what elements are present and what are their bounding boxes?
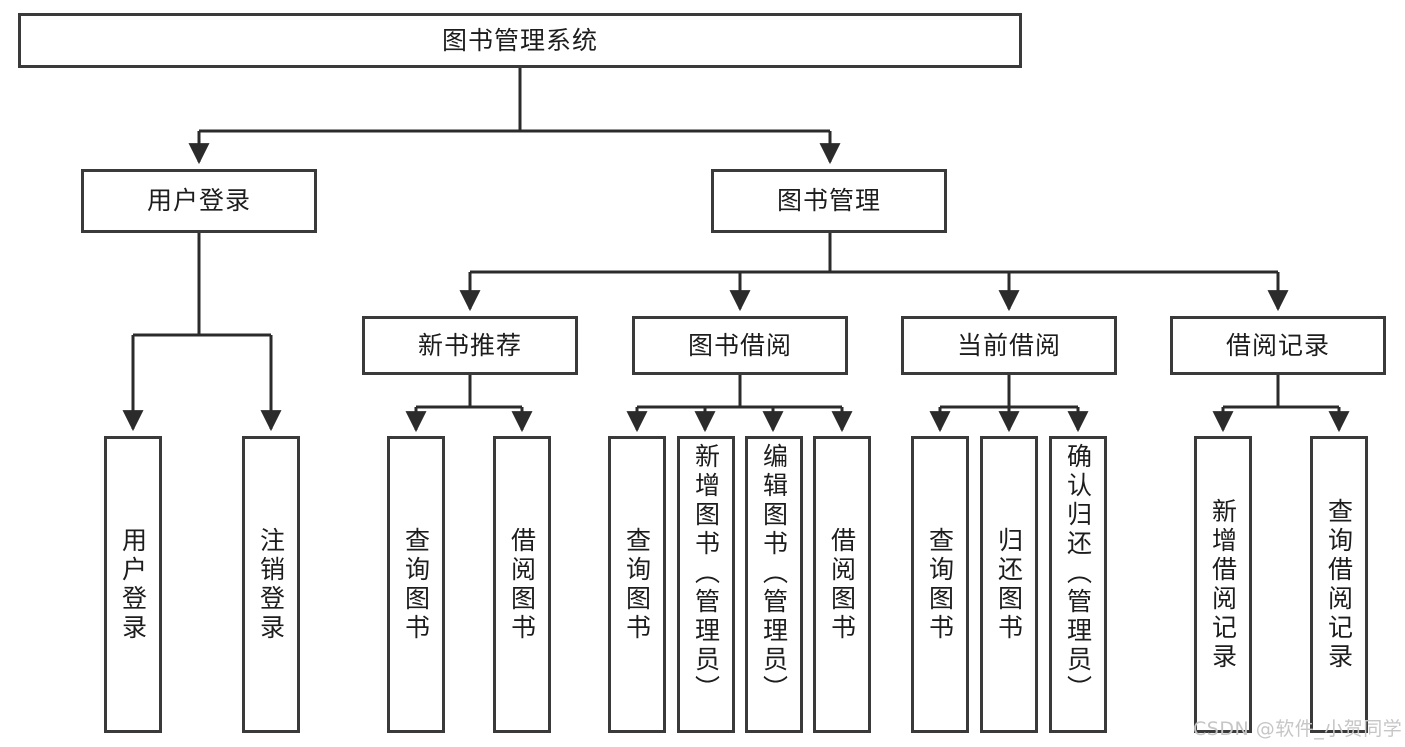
node-user-login[interactable]: 用户登录 <box>81 169 317 233</box>
leaf-borrow-record-add-record[interactable]: 新增借阅记录 <box>1194 436 1252 733</box>
node-label: 新书推荐 <box>417 330 522 360</box>
leaf-user-login-login[interactable]: 用户登录 <box>104 436 162 733</box>
node-label: 查询图书 <box>401 526 431 643</box>
node-label: 新增图书（管理员） <box>691 443 721 704</box>
node-label: 借阅记录 <box>1225 330 1330 360</box>
node-label: 归还图书 <box>994 526 1024 643</box>
leaf-current-borrow-confirm-return-admin[interactable]: 确认归还（管理员） <box>1049 436 1107 733</box>
leaf-current-borrow-query-book[interactable]: 查询图书 <box>911 436 969 733</box>
node-book-management[interactable]: 图书管理 <box>711 169 947 233</box>
node-current-borrow[interactable]: 当前借阅 <box>901 316 1117 375</box>
leaf-book-borrow-add-book-admin[interactable]: 新增图书（管理员） <box>677 436 735 733</box>
leaf-borrow-record-query-record[interactable]: 查询借阅记录 <box>1310 436 1368 733</box>
leaf-new-book-borrow-book[interactable]: 借阅图书 <box>493 436 551 733</box>
leaf-book-borrow-query-book[interactable]: 查询图书 <box>608 436 666 733</box>
node-label: 查询图书 <box>925 526 955 643</box>
node-label: 确认归还（管理员） <box>1063 443 1093 704</box>
node-label: 查询借阅记录 <box>1324 497 1354 672</box>
node-book-borrow[interactable]: 图书借阅 <box>632 316 848 375</box>
leaf-book-borrow-borrow-book[interactable]: 借阅图书 <box>813 436 871 733</box>
node-root-book-management-system[interactable]: 图书管理系统 <box>18 13 1022 68</box>
node-borrow-record[interactable]: 借阅记录 <box>1170 316 1386 375</box>
watermark: CSDN @软件_小贺同学 <box>1193 718 1403 740</box>
node-label: 查询图书 <box>622 526 652 643</box>
node-label: 借阅图书 <box>507 526 537 643</box>
node-label: 图书管理 <box>776 186 881 215</box>
node-label: 用户登录 <box>146 186 251 215</box>
node-new-book-recommendation[interactable]: 新书推荐 <box>362 316 578 375</box>
node-label: 图书管理系统 <box>441 25 598 55</box>
leaf-user-login-logout[interactable]: 注销登录 <box>242 436 300 733</box>
node-label: 借阅图书 <box>827 526 857 643</box>
node-label: 当前借阅 <box>956 330 1061 360</box>
node-label: 新增借阅记录 <box>1208 497 1238 672</box>
node-label: 注销登录 <box>256 526 286 643</box>
node-label: 用户登录 <box>118 526 148 643</box>
node-label: 图书借阅 <box>687 330 792 360</box>
leaf-current-borrow-return-book[interactable]: 归还图书 <box>980 436 1038 733</box>
node-label: 编辑图书（管理员） <box>759 443 789 704</box>
leaf-new-book-query-book[interactable]: 查询图书 <box>387 436 445 733</box>
leaf-book-borrow-edit-book-admin[interactable]: 编辑图书（管理员） <box>745 436 803 733</box>
